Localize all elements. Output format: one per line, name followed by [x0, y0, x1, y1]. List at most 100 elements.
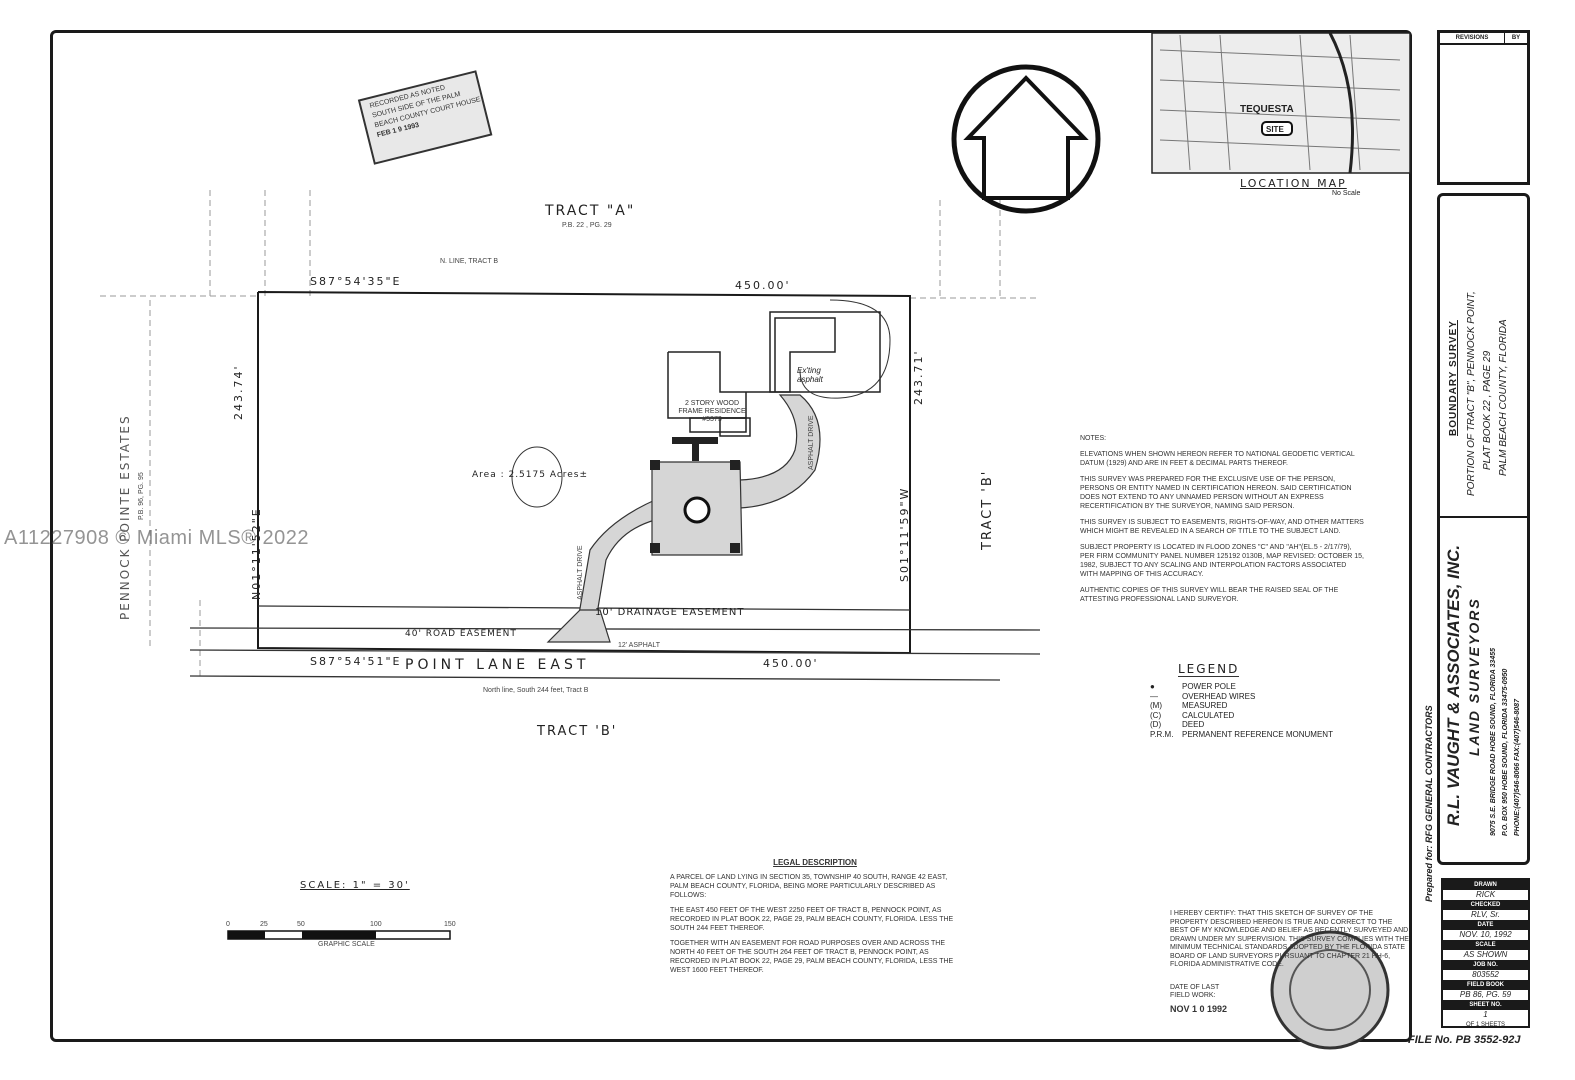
west-distance: 243.74' [232, 364, 245, 420]
certification-text: I HEREBY CERTIFY: THAT THIS SKETCH OF SU… [1170, 910, 1409, 968]
file-number: FILE No. PB 3552-92J [1408, 1034, 1521, 1046]
tract-a-ref: P.B. 22 , PG. 29 [562, 222, 612, 229]
scale-info-label: SCALE [1443, 940, 1528, 950]
legend-block: LEGEND ●POWER POLE — OVERHEAD WIRES (M) ME… [1150, 660, 1350, 739]
legal-paragraph: A PARCEL OF LAND LYING IN SECTION 35, TO… [670, 874, 948, 899]
legend-symbol: (D) [1150, 720, 1162, 729]
company-address: 9075 S.E. BRIDGE ROAD HOBE SOUND, FLORID… [1490, 647, 1497, 836]
tract-b-right-label: TRACT 'B' [980, 469, 995, 550]
profession: LAND SURVEYORS [1466, 597, 1482, 756]
legal-title: LEGAL DESCRIPTION [773, 858, 857, 867]
n-line-tract-b: N. LINE, TRACT B [440, 258, 499, 265]
scale-tick: 0 [226, 921, 230, 928]
legend-row: (M) MEASURED [1150, 701, 1350, 711]
date-value: NOV. 10, 1992 [1459, 930, 1512, 939]
title-line-1: PORTION OF TRACT "B", PENNOCK POINT, [1466, 291, 1477, 496]
legend-text: CALCULATED [1182, 710, 1235, 720]
survey-type: BOUNDARY SURVEY [1448, 320, 1459, 436]
drawn-value: RICK [1475, 890, 1496, 899]
asphalt-drive-right: ASPHALT DRIVE [808, 415, 815, 470]
road-easement-label: 40' ROAD EASEMENT [405, 629, 517, 639]
map-site-label: SITE [1266, 125, 1284, 134]
pennock-estates-label: PENNOCK POINTE ESTATES [118, 414, 132, 620]
sheet-label: SHEET NO. [1443, 1000, 1528, 1010]
house-footprint [667, 311, 881, 437]
legend-symbol: — [1150, 691, 1158, 701]
pennock-ref: P.B. 96, PG. 95 [138, 472, 145, 520]
north-arrow-icon [951, 64, 1101, 214]
legal-paragraph: THE EAST 450 FEET OF THE WEST 2250 FEET … [670, 907, 954, 932]
note-item: SUBJECT PROPERTY IS LOCATED IN FLOOD ZON… [1080, 544, 1364, 578]
scale-tick: 150 [444, 921, 456, 928]
drainage-easement-label: 10' DRAINAGE EASEMENT [595, 607, 745, 618]
title-line-2: PLAT BOOK 22 , PAGE 29 [1482, 350, 1493, 470]
field-book-label: FIELD BOOK [1443, 980, 1528, 990]
certification-date: NOV 1 0 1992 [1170, 1003, 1228, 1014]
graphic-scale-bar [227, 930, 451, 940]
legal-description: LEGAL DESCRIPTION A PARCEL OF LAND LYING… [670, 858, 960, 981]
revisions-header: REVISIONS [1440, 33, 1505, 43]
title-block: BOUNDARY SURVEY PORTION OF TRACT "B", PE… [1437, 193, 1530, 865]
job-value: 803552 [1472, 970, 1499, 979]
prepared-for: Prepared for: RFG GENERAL CONTRACTORS [1424, 705, 1434, 902]
east-distance: 243.71' [912, 349, 925, 405]
scale-label: SCALE: 1" = 30' [300, 880, 410, 891]
tract-b-bottom-label: TRACT 'B' [537, 724, 618, 739]
asphalt-road-label: 12' ASPHALT [618, 642, 661, 649]
sheets-label: SHEETS [1481, 1022, 1506, 1028]
legend-text: PERMANENT REFERENCE MONUMENT [1182, 729, 1333, 739]
certification-date-label: DATE OF LAST FIELD WORK: [1170, 983, 1220, 1000]
legal-paragraph: TOGETHER WITH AN EASEMENT FOR ROAD PURPO… [670, 940, 954, 974]
location-map-note: No Scale [1332, 190, 1361, 197]
scale-tick: 100 [370, 921, 382, 928]
legend-row: — OVERHEAD WIRES [1150, 692, 1350, 702]
field-book-value: PB 86, PG. 59 [1459, 990, 1512, 999]
company-phone: PHONE:(407)546-8066 FAX:(407)546-8087 [1514, 699, 1521, 836]
legend-symbol: ● [1150, 682, 1155, 691]
fountain-icon [683, 496, 711, 524]
notes-block: NOTES: ELEVATIONS WHEN SHOWN HEREON REFE… [1080, 434, 1365, 611]
driveway [546, 394, 821, 643]
recording-stamp [357, 70, 493, 165]
legend-text: DEED [1182, 720, 1205, 729]
legend-title: LEGEND [1178, 662, 1240, 677]
note-item: THIS SURVEY IS SUBJECT TO EASEMENTS, RIG… [1080, 519, 1364, 535]
residence-label: 2 STORY WOOD FRAME RESIDENCE #5373 [678, 400, 746, 423]
existing-asphalt-label: Ex'ting asphalt [797, 366, 823, 384]
north-distance: 450.00' [735, 279, 791, 292]
scale-tick: 50 [297, 921, 305, 928]
location-map-caption: LOCATION MAP [1240, 177, 1347, 190]
east-bearing: S01°11'59"W [898, 486, 911, 582]
sheet-value: 1 [1483, 1010, 1488, 1019]
note-item: ELEVATIONS WHEN SHOWN HEREON REFER TO NA… [1080, 451, 1355, 467]
checked-value: RLV, Sr. [1471, 910, 1500, 919]
south-distance: 450.00' [763, 657, 819, 670]
note-item: AUTHENTIC COPIES OF THIS SURVEY WILL BEA… [1080, 587, 1339, 603]
legend-symbol: P.R.M. [1150, 729, 1174, 739]
tract-a-label: TRACT "A" [545, 203, 636, 219]
drawing-frame [50, 30, 1412, 1042]
company-name: R.L. VAUGHT & ASSOCIATES, INC. [1444, 544, 1463, 826]
legend-text: OVERHEAD WIRES [1182, 691, 1256, 701]
job-label: JOB NO. [1443, 960, 1528, 970]
legend-row: ●POWER POLE [1150, 682, 1350, 692]
scale-tick: 25 [260, 921, 268, 928]
notes-title: NOTES: [1080, 435, 1107, 442]
legend-symbol: (M) [1150, 701, 1162, 710]
map-city-label: TEQUESTA [1240, 104, 1294, 115]
drawn-label: DRAWN [1443, 880, 1528, 890]
legend-text: MEASURED [1182, 701, 1228, 710]
note-item: THIS SURVEY WAS PREPARED FOR THE EXCLUSI… [1080, 476, 1352, 510]
revisions-by-header: BY [1511, 35, 1521, 41]
of-label: OF [1465, 1022, 1475, 1028]
asphalt-drive-left: ASPHALT DRIVE [577, 545, 584, 600]
point-lane-label: POINT LANE EAST [405, 657, 590, 673]
of-value: 1 [1475, 1022, 1480, 1028]
legend-row: (D) DEED [1150, 720, 1350, 730]
job-info-box: DRAWN RICK CHECKED RLV, Sr. DATE NOV. 10… [1441, 878, 1530, 1028]
company-mailing: P.O. BOX 950 HOBE SOUND, FLORIDA 33475-0… [1502, 668, 1509, 836]
south-bearing: S87°54'51"E [310, 655, 402, 668]
scale-info-value: AS SHOWN [1463, 950, 1508, 959]
legend-row: P.R.M. PERMANENT REFERENCE MONUMENT [1150, 730, 1350, 740]
